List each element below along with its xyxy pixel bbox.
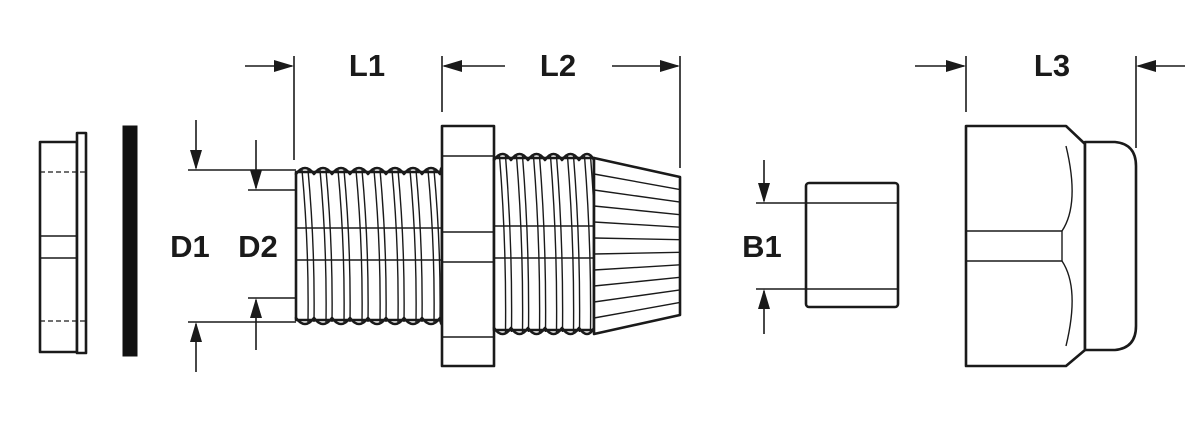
label-d1: D1: [170, 229, 210, 264]
label-l1: L1: [349, 48, 385, 83]
label-d2: D2: [238, 229, 278, 264]
cap-thread: [492, 152, 598, 336]
dimension-lines: [188, 56, 1185, 372]
label-l3: L3: [1034, 48, 1070, 83]
locknut: [38, 131, 88, 355]
clamping-fingers: [592, 156, 682, 336]
seal-insert: [804, 181, 900, 309]
dome-cap-nut: [964, 124, 1138, 368]
hex-flange: [440, 124, 496, 368]
gland-body: [294, 124, 682, 368]
label-l2: L2: [540, 48, 576, 83]
sealing-washer: [122, 125, 138, 357]
entry-thread: [294, 166, 444, 326]
label-b1: B1: [742, 229, 782, 264]
